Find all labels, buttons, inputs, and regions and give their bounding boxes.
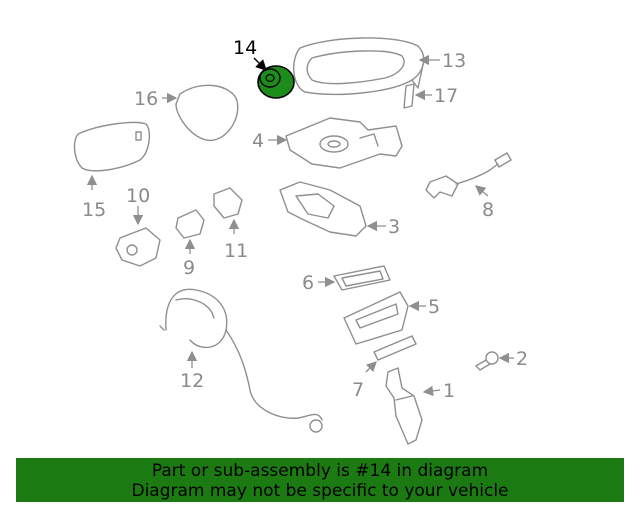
info-banner: Part or sub-assembly is #14 in diagram D… bbox=[16, 458, 624, 502]
callout-2: 2 bbox=[516, 348, 528, 370]
banner-line-2: Diagram may not be specific to your vehi… bbox=[131, 481, 509, 501]
callout-12: 12 bbox=[180, 370, 204, 392]
part-10-motor bbox=[115, 206, 161, 267]
callout-15: 15 bbox=[82, 199, 106, 221]
callout-4: 4 bbox=[252, 130, 264, 152]
part-4-mirror-base bbox=[268, 117, 403, 169]
part-13-mirror-cap bbox=[293, 37, 440, 96]
callout-1: 1 bbox=[443, 380, 455, 402]
part-8-connector bbox=[425, 152, 512, 199]
part-17 bbox=[403, 83, 432, 109]
part-3-bracket bbox=[279, 181, 386, 237]
callout-5: 5 bbox=[428, 296, 440, 318]
callout-10: 10 bbox=[126, 185, 150, 207]
part-9-clip bbox=[175, 209, 205, 254]
callout-16: 16 bbox=[134, 88, 158, 110]
part-16-mirror-glass bbox=[162, 84, 239, 141]
callout-8: 8 bbox=[482, 199, 494, 221]
callout-11: 11 bbox=[224, 240, 248, 262]
part-1-pivot bbox=[385, 367, 441, 445]
callout-14: 14 bbox=[233, 37, 257, 59]
part-11-clip bbox=[213, 187, 243, 234]
banner-line-1: Part or sub-assembly is #14 in diagram bbox=[151, 461, 489, 481]
callout-6: 6 bbox=[302, 272, 314, 294]
callout-13: 13 bbox=[442, 50, 466, 72]
part-5-cover bbox=[343, 291, 426, 345]
callout-17: 17 bbox=[434, 85, 458, 107]
part-12-harness bbox=[159, 288, 323, 433]
callout-9: 9 bbox=[183, 257, 195, 279]
callout-3: 3 bbox=[388, 216, 400, 238]
part-14-highlighted bbox=[253, 57, 295, 99]
part-7-seal bbox=[365, 335, 417, 373]
part-6-gasket bbox=[318, 265, 391, 291]
callout-7: 7 bbox=[352, 379, 364, 401]
part-2-screw bbox=[475, 351, 514, 371]
part-15-heated-glass bbox=[73, 121, 151, 190]
